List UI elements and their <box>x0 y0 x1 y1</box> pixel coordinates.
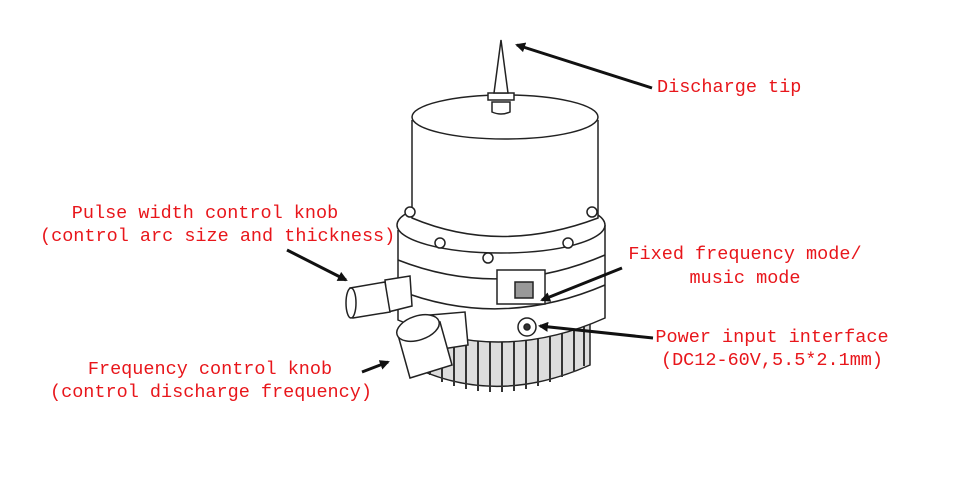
arrow-frequency <box>361 360 390 374</box>
pulse-width-knob <box>345 275 413 319</box>
label-mode-line2: music mode <box>689 268 801 289</box>
arrow-mode-switch <box>540 266 623 302</box>
label-discharge-tip: Discharge tip <box>657 77 802 98</box>
arrow-power-input <box>538 321 654 340</box>
label-frequency-desc: (control discharge frequency) <box>50 382 372 403</box>
label-frequency-title: Frequency control knob <box>87 359 333 380</box>
frequency-knob <box>396 311 469 379</box>
label-pulse-width-title: Pulse width control knob <box>71 203 339 224</box>
device <box>345 39 606 392</box>
label-pulse-width-desc: (control arc size and thickness) <box>40 226 396 247</box>
arrow-pulse-width <box>286 248 348 282</box>
discharge-tip <box>487 39 515 115</box>
label-power-title: Power input interface <box>655 327 889 348</box>
top-cylinder <box>411 120 599 238</box>
arrow-discharge-tip <box>515 42 653 90</box>
label-mode-line1: Fixed frequency mode/ <box>628 244 862 265</box>
label-power-desc: (DC12-60V,5.5*2.1mm) <box>660 350 884 371</box>
